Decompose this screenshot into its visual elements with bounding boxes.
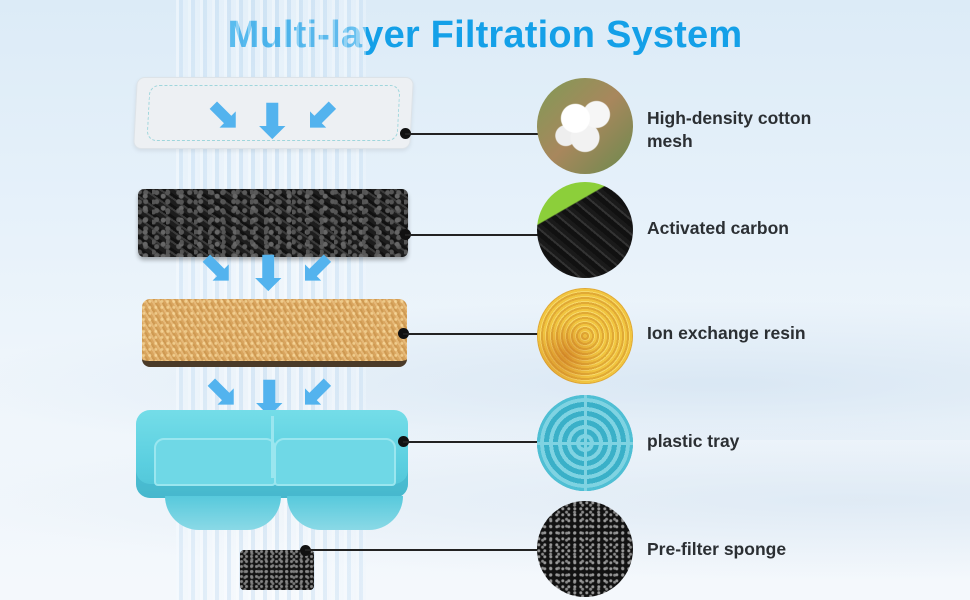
layer-label-sponge: Pre-filter sponge — [647, 539, 787, 559]
arrow-down-left-icon: ⬋ — [305, 93, 339, 137]
plastic-tray-icon — [537, 395, 633, 491]
layer-label-carbon: Activated carbon — [647, 218, 789, 238]
connector-line — [305, 549, 540, 551]
arrow-down-icon: ⬇ — [249, 247, 288, 299]
arrow-down-left-icon: ⬋ — [300, 370, 334, 414]
layer-label-resin: Ion exchange resin — [647, 323, 806, 343]
connector-line — [403, 441, 540, 443]
connector-dot — [300, 545, 311, 556]
arrow-down-right-icon: ⬊ — [205, 370, 239, 414]
arrow-down-left-icon: ⬋ — [300, 246, 334, 290]
arrow-down-right-icon: ⬊ — [207, 93, 241, 137]
tray-bowl-bottom — [287, 496, 403, 530]
layer-label-cotton: High-density cotton mesh — [647, 107, 811, 153]
resin-icon — [537, 288, 633, 384]
label-line: High-density cotton — [647, 108, 812, 128]
arrow-down-right-icon: ⬊ — [200, 246, 234, 290]
connector-line — [405, 133, 540, 135]
connector-line — [405, 234, 540, 236]
tray-bowl-bottom — [165, 496, 281, 530]
connector-line — [403, 333, 540, 335]
ion-exchange-resin-layer — [142, 299, 407, 367]
layer-label-tray: plastic tray — [647, 431, 740, 451]
activated-carbon-layer — [138, 189, 408, 257]
cotton-icon — [537, 78, 633, 174]
label-line: mesh — [647, 131, 693, 151]
plastic-tray-layer — [136, 410, 408, 498]
page-title: Multi-layer Filtration System — [227, 14, 743, 56]
sponge-icon — [537, 501, 633, 597]
activated-carbon-icon — [537, 182, 633, 278]
pre-filter-sponge-layer — [240, 550, 314, 590]
arrow-down-icon: ⬇ — [253, 95, 292, 147]
